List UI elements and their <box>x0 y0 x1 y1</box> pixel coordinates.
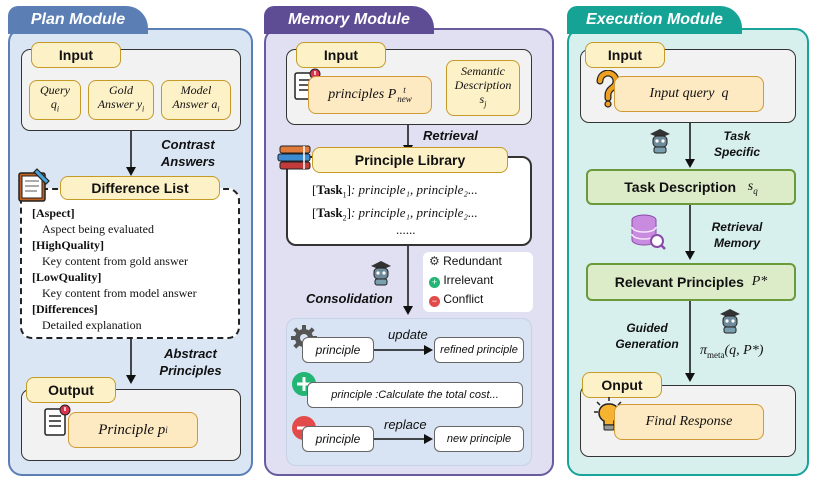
plan-output-label: Output <box>26 377 116 403</box>
gear-icon: ⚙ <box>429 254 440 268</box>
diff-item-body: Aspect being evaluated <box>42 222 154 236</box>
guided-generation-label: Guided Generation <box>615 321 679 351</box>
policy-formula: πmeta(q, P*) <box>700 343 764 360</box>
row2-principle: principle :Calculate the total cost... <box>307 382 523 408</box>
legend-irrelevant: + Irrelevant <box>429 271 533 290</box>
task-description-box: Task Description sq <box>586 169 796 205</box>
difference-list-box <box>20 188 240 339</box>
memory-input-label: Input <box>296 42 386 68</box>
books-icon <box>277 145 311 170</box>
row3-action: replace <box>384 417 427 432</box>
semantic-description-box: Semantic Description sj <box>446 60 520 116</box>
model-answer-box: Model Answer ai <box>161 80 231 120</box>
execution-input-label: Input <box>585 42 665 68</box>
memory-module-title: Memory Module <box>288 11 410 28</box>
plan-arrow-down-1 <box>126 131 136 176</box>
row1-refined-principle: refined principle <box>434 337 524 363</box>
plan-arrow-down-2 <box>126 339 136 384</box>
difference-list-title: Difference List <box>60 176 220 200</box>
minus-icon: − <box>429 296 440 307</box>
contrast-answers-label: Contrast Answers <box>160 137 216 169</box>
task1-row: [Task1]: principle₁, principle₂... <box>312 182 478 200</box>
notebook-icon <box>18 168 50 202</box>
exec-arrow-2 <box>685 205 695 260</box>
retrieval-memory-label: Retrieval Memory <box>711 220 763 250</box>
legend-redundant: ⚙ Redundant <box>429 254 502 268</box>
execution-output-label: Onput <box>582 372 662 398</box>
diff-item-head: [HighQuality] <box>32 238 105 252</box>
relevant-principles-box: Relevant Principles P* <box>586 263 796 301</box>
robot-agent-icon <box>720 309 740 334</box>
robot-agent-icon <box>371 261 391 286</box>
difference-list-items: [Aspect] Aspect being evaluated [HighQua… <box>32 205 237 333</box>
legend-conflict: − Conflict <box>429 290 533 309</box>
row3-principle: principle <box>302 426 374 452</box>
conflict-legend: ⚙ Redundant + Irrelevant − Conflict <box>423 252 533 312</box>
diff-item-body: Key content from model answer <box>42 286 197 300</box>
library-ellipsis: ...... <box>396 222 416 237</box>
principle-library-title: Principle Library <box>312 147 508 173</box>
execution-module-tab: Execution Module <box>567 6 742 34</box>
memory-module-tab: Memory Module <box>264 6 434 34</box>
row1-arrow <box>374 345 433 355</box>
diff-item-head: [Differences] <box>32 302 98 316</box>
plan-input-label: Input <box>31 42 121 68</box>
task2-row: [Task2]: principle₁, principle₂... <box>312 205 478 223</box>
execution-module-title: Execution Module <box>586 11 723 28</box>
memory-arrow-consolidation <box>403 246 413 315</box>
exec-arrow-1 <box>685 123 695 168</box>
plan-module-tab: Plan Module <box>8 6 148 34</box>
row3-new-principle: new principle <box>434 426 524 452</box>
exec-arrow-3 <box>685 301 695 382</box>
final-response-box: Final Response <box>614 404 764 440</box>
input-query-box: Input query q <box>614 76 764 112</box>
consolidation-label: Consolidation <box>306 291 393 306</box>
row1-principle: principle <box>302 337 374 363</box>
row3-arrow <box>374 434 433 444</box>
gold-answer-box: Gold Answer yi <box>88 80 154 120</box>
retrieval-label: Retrieval <box>423 128 478 143</box>
lightbulb-icon <box>594 397 624 431</box>
diff-item-head: [LowQuality] <box>32 270 102 284</box>
robot-agent-icon <box>650 129 670 154</box>
plan-module-title: Plan Module <box>30 11 126 28</box>
document-alert-icon <box>44 404 71 436</box>
database-search-icon <box>631 214 666 250</box>
diff-item-body: Key content from gold answer <box>42 254 188 268</box>
task-specific-label: Task Specific <box>713 129 761 159</box>
row1-action: update <box>388 327 428 342</box>
abstract-principles-label: Abstract Principles <box>159 346 222 378</box>
diff-item-body: Detailed explanation <box>42 318 142 332</box>
diff-item-head: [Aspect] <box>32 206 75 220</box>
plus-icon: + <box>429 277 440 288</box>
query-box: Query qi <box>29 80 81 120</box>
